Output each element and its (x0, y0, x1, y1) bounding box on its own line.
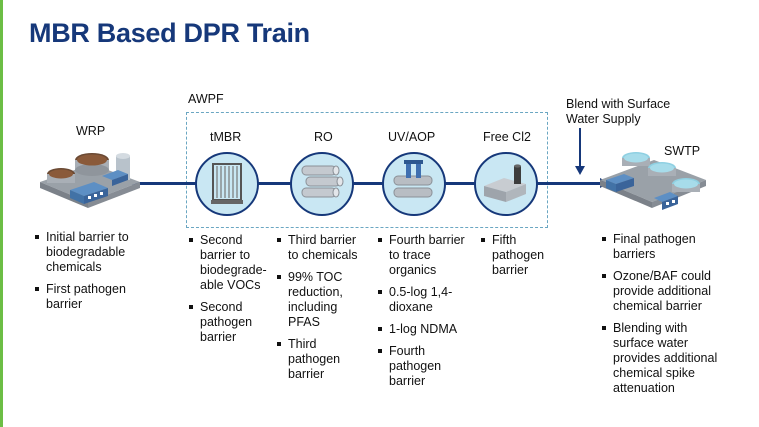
stage-label-swtp: SWTP (664, 144, 701, 158)
bullet-item: Fourth pathogen barrier (377, 344, 465, 389)
bullet-line: attenuation (613, 381, 675, 395)
bullet-line: Fourth barrier (389, 233, 465, 247)
stage-label-uvaop: UV/AOP (388, 130, 436, 144)
bullet-line: reduction, (288, 285, 343, 299)
blend-label: Blend with Surface Water Supply (566, 97, 670, 127)
bullet-line: barrier (46, 297, 83, 311)
blend-label-line: Water Supply (566, 112, 641, 126)
accent-rule (0, 0, 3, 427)
bullet-item: Initial barrier to biodegradable chemica… (34, 230, 129, 275)
bullet-item: Third barrier to chemicals (276, 233, 357, 263)
bullet-line: Final pathogen (613, 232, 696, 246)
bullet-line: Second (200, 233, 243, 247)
page-title: MBR Based DPR Train (29, 18, 310, 48)
bullet-line: biodegrade- (200, 263, 267, 277)
bullet-list-swtp: Final pathogen barriers Ozone/BAF could … (601, 232, 717, 403)
stage-label-ro: RO (314, 130, 333, 144)
membrane-module-icon (195, 152, 259, 216)
bullet-line: PFAS (288, 315, 320, 329)
bullet-line: pathogen (389, 359, 442, 373)
bullet-item: First pathogen barrier (34, 282, 129, 312)
bullet-line: to chemicals (288, 248, 358, 262)
bullet-item: Fourth barrier to trace organics (377, 233, 465, 278)
blend-arrow-head (575, 166, 585, 175)
bullet-line: 1-log NDMA (389, 322, 458, 336)
bullet-line: 0.5-log 1,4- (389, 285, 453, 299)
bullet-line: chemical barrier (613, 299, 702, 313)
bullet-line: barriers (613, 247, 656, 261)
bullet-line: organics (389, 263, 437, 277)
bullet-line: able VOCs (200, 278, 261, 292)
bullet-item: 0.5-log 1,4- dioxane (377, 285, 465, 315)
bullet-line: Fourth (389, 344, 426, 358)
bullet-line: barrier (389, 374, 426, 388)
reverse-osmosis-vessels-icon (290, 152, 354, 216)
bullet-item: Third pathogen barrier (276, 337, 357, 382)
stage-label-wrp: WRP (76, 124, 106, 138)
bullet-list-tmbr: Second barrier to biodegrade- able VOCs … (188, 233, 267, 352)
process-pipe (130, 182, 602, 185)
awpf-boundary (186, 112, 548, 228)
awpf-label: AWPF (188, 92, 224, 106)
bullet-line: Fifth (492, 233, 517, 247)
bullet-line: barrier (492, 263, 529, 277)
bullet-item: 1-log NDMA (377, 322, 465, 337)
bullet-line: Third (288, 337, 317, 351)
bullet-line: Ozone/BAF could (613, 269, 711, 283)
bullet-line: barrier (200, 330, 237, 344)
bullet-line: chemicals (46, 260, 102, 274)
bullet-item: Second barrier to biodegrade- able VOCs (188, 233, 267, 293)
uv-reactor-icon (382, 152, 446, 216)
bullet-line: First pathogen (46, 282, 126, 296)
bullet-list-freecl2: Fifth pathogen barrier (480, 233, 544, 285)
bullet-line: pathogen (200, 315, 253, 329)
blend-label-line: Blend with Surface (566, 97, 671, 111)
bullet-line: pathogen (288, 352, 341, 366)
bullet-line: barrier (288, 367, 325, 381)
bullet-line: Blending with (613, 321, 688, 335)
bullet-line: Second (200, 300, 243, 314)
bullet-line: provide additional (613, 284, 711, 298)
bullet-item: Second pathogen barrier (188, 300, 267, 345)
bullet-line: pathogen (492, 248, 545, 262)
surface-water-plant-icon (598, 146, 708, 222)
bullet-line: 99% TOC (288, 270, 343, 284)
bullet-line: surface water (613, 336, 689, 350)
bullet-item: Blending with surface water provides add… (601, 321, 717, 396)
stage-label-tmbr: tMBR (210, 130, 242, 144)
bullet-line: Initial barrier to (46, 230, 129, 244)
bullet-line: biodegradable (46, 245, 126, 259)
bullet-line: Third barrier (288, 233, 357, 247)
bullet-item: Ozone/BAF could provide additional chemi… (601, 269, 717, 314)
bullet-line: barrier to (200, 248, 251, 262)
bullet-line: including (288, 300, 338, 314)
bullet-line: dioxane (389, 300, 433, 314)
bullet-list-ro: Third barrier to chemicals 99% TOC reduc… (276, 233, 357, 389)
bullet-item: 99% TOC reduction, including PFAS (276, 270, 357, 330)
bullet-list-uvaop: Fourth barrier to trace organics 0.5-log… (377, 233, 465, 396)
chlorine-tank-icon (474, 152, 538, 216)
stage-label-freecl2: Free Cl2 (483, 130, 531, 144)
blend-arrow-line (579, 128, 581, 168)
bullet-item: Fifth pathogen barrier (480, 233, 544, 278)
bullet-list-wrp: Initial barrier to biodegradable chemica… (34, 230, 129, 319)
bullet-item: Final pathogen barriers (601, 232, 717, 262)
bullet-line: chemical spike (613, 366, 695, 380)
bullet-line: to trace (389, 248, 431, 262)
wastewater-plant-icon (36, 142, 142, 212)
bullet-line: provides additional (613, 351, 718, 365)
